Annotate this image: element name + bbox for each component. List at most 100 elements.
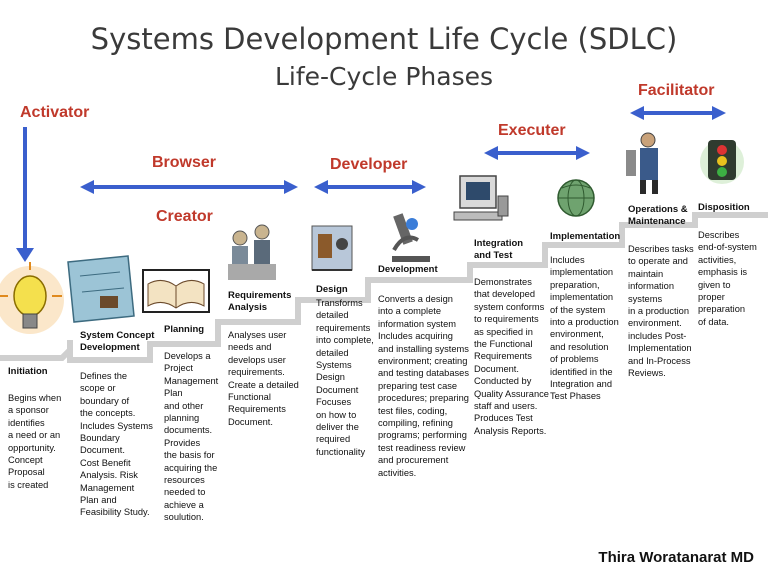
role-executer: Executer [498,122,566,139]
description-line: activities. [378,467,417,478]
activator-arrow [16,127,34,262]
description-line: Analysis Reports. [474,425,547,436]
author-credit: Thira Woratanarat MD [598,549,754,566]
description-line: to operate and [628,256,688,267]
phase-title-line: Analysis [228,302,268,313]
description-line: detailed [316,347,349,358]
description-line: of data. [698,316,730,327]
description-line: procedures; preparing [378,393,469,404]
description-line: Demonstrates [474,277,532,287]
worker-icon [626,132,658,194]
role-browser: Browser [152,154,217,171]
description-line: identifies [8,417,45,428]
description-line: Develops a [164,351,211,361]
description-line: Includes [550,255,585,265]
traffic-light-icon [700,140,744,184]
description-line: a sponsor [8,405,49,416]
description-line: Project [164,363,193,374]
computer-icon [453,175,509,221]
blueprint-icon [67,255,135,323]
phase-title-disposition: Disposition [698,202,750,214]
role-developer: Developer [330,156,408,173]
description-line: and resolution [550,341,609,352]
description-line: Provides [164,437,201,448]
description-line: Defines the [80,371,128,381]
phase-title-line: Implementation [550,231,621,242]
description-line: to requirements [474,314,539,325]
description-line: test readiness review [378,442,466,453]
description-line: Management [164,375,219,386]
description-line: Describes tasks [628,244,694,254]
description-line: that developed [474,289,535,300]
description-line: Management [80,482,135,493]
description-line: planning [164,413,200,424]
description-line: system conforms [474,301,545,312]
description-line: the Functional [474,339,533,350]
description-line: Reviews. [628,368,666,379]
phase-title-line: Disposition [698,202,750,213]
description-line: environment; creating [378,356,468,367]
description-line: required [316,434,351,445]
description-line: Test Phases [550,391,601,402]
description-line: Boundary [80,433,120,444]
description-line: and installing systems [378,343,469,354]
description-line: programs; performing [378,430,467,441]
description-line: Proposal [8,467,45,478]
developer-arrow [314,180,426,194]
description-line: Document. [474,363,519,374]
description-line: Begins when [8,393,62,403]
phase-title-line: System Concept [80,330,155,341]
description-line: and procurement [378,455,449,466]
description-line: test files, coding, [378,405,448,416]
description-line: soulution. [164,512,204,523]
description-line: compiling, refining [378,418,453,429]
description-line: Analysis. Risk [80,470,138,481]
description-line: of problems [550,354,599,365]
description-line: Produces Test [474,413,533,424]
phase-title-line: Development [80,342,140,353]
description-line: Document. [80,445,125,456]
description-line: Quality Assurance [474,388,549,399]
microscope-icon [392,213,430,262]
description-line: Plan [164,388,183,399]
phase-title-planning: Planning [164,324,204,336]
description-line: Includes acquiring [378,331,453,342]
description-line: emphasis is [698,267,748,278]
phase-title-line: Initiation [8,366,48,377]
description-line: includes Post- [628,330,687,341]
design-icon [311,225,353,271]
description-line: and testing databases [378,368,469,379]
diagram-title: Systems Development Life Cycle (SDLC) [90,22,678,56]
description-line: Requirements [474,351,532,362]
description-line: a need or an [8,430,61,441]
description-line: Design [316,372,345,383]
phase-title-design: Design [316,284,348,296]
description-line: preparing test case [378,380,458,391]
description-line: of the system [550,304,606,315]
people-icon [228,224,276,280]
phase-title-development: Development [378,264,438,276]
description-line: systems [628,293,663,304]
phase-title-initiation: Initiation [8,366,48,378]
description-line: boundary of [80,395,130,406]
description-line: and other [164,400,204,411]
description-line: environment. [628,318,682,329]
diagram-subtitle: Life-Cycle Phases [274,62,494,91]
description-line: activities, [698,254,737,265]
description-line: opportunity. [8,442,56,453]
description-line: Document. [228,416,273,427]
description-line: scope or [80,383,116,394]
description-line: environment, [550,329,604,340]
phase-title-implementation: Implementation [550,231,620,243]
description-line: on how to [316,409,357,420]
description-line: into a production [550,317,619,328]
description-line: Cost Benefit [80,457,131,468]
description-line: information system [378,318,457,329]
description-line: implementation [550,267,614,278]
phase-title-line: Design [316,284,348,295]
